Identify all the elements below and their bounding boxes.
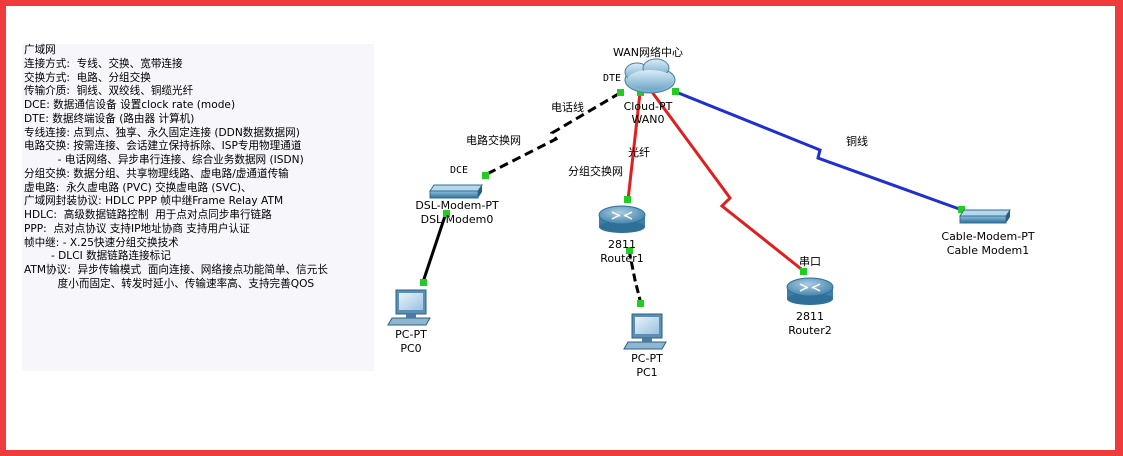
label-copper: 铜线 (846, 134, 868, 148)
note-line: - 电话网络、异步串行连接、综合业务数据网 (ISDN) (24, 154, 304, 166)
note-line: 连接方式: 专线、交换、宽带连接 (24, 57, 183, 70)
pc-icon (623, 313, 667, 350)
link-copper-pc0 (421, 212, 448, 283)
label-packet-switching: 分组交换网 (568, 164, 623, 178)
link-fiber (626, 92, 642, 201)
cloud-name-label: WAN0 (631, 113, 664, 126)
note-line: 电路交换: 按需连接、会话建立保持拆除、ISP专用物理通道 (24, 140, 302, 153)
label-circuit-switching: 电路交换网 (466, 133, 521, 147)
label-phone-line: 电话线 (551, 100, 584, 114)
note-line: 传输介质: 铜线、双绞线、铜缆光纤 (24, 85, 194, 98)
note-line: 帧中继: - X.25快速分组交换技术 (24, 236, 179, 249)
cloud-port-tag: DTE (603, 73, 621, 84)
router1-device[interactable]: 2811 Router1 (598, 205, 646, 265)
note-line: DTE: 数据终端设备 (路由器 计算机) (24, 112, 195, 125)
modem-icon (429, 184, 483, 199)
pc1-type-label: PC-PT (631, 352, 663, 365)
note-line: 分组交换: 数据分组、共享物理线路、虚电路/虚通道传输 (24, 167, 289, 180)
router1-type-label: 2811 (608, 238, 636, 251)
link-router1-pc1 (627, 249, 643, 305)
modem-icon (959, 209, 1011, 224)
dsl-type-label: DSL-Modem-PT (415, 199, 499, 212)
pc0-device[interactable]: PC-PT PC0 (387, 289, 431, 355)
cable-name-label: Cable Modem1 (947, 244, 1029, 257)
router1-name-label: Router1 (600, 252, 643, 265)
dsl-modem-device[interactable]: DCE DSL-Modem-PT DSL Modem0 (415, 165, 499, 226)
router-icon (786, 277, 834, 305)
cloud-icon (624, 58, 676, 94)
notes-panel: 广域网 连接方式: 专线、交换、宽带连接 交换方式: 电路、分组交换 传输介质:… (22, 44, 374, 371)
note-line: 广域网封装协议: HDLC PPP 帧中继Frame Relay ATM (24, 195, 284, 208)
pc1-name-label: PC1 (636, 366, 657, 379)
link-serial (650, 91, 806, 274)
note-line: ATM协议: 异步传输模式 面向连接、网络接点功能简单、信元长 (24, 264, 328, 276)
note-line: HDLC: 高级数据链路控制 用于点对点同步串行链路 (24, 209, 272, 221)
pc0-name-label: PC0 (400, 342, 421, 355)
cloud-title: WAN网络中心 (613, 45, 683, 59)
note-line: 度小而固定、转发时延小、传输速率高、支持完善QOS (24, 277, 315, 290)
cloud-device[interactable]: WAN网络中心 DTE Cloud-PT WAN0 (603, 45, 683, 126)
link-coax (675, 90, 963, 212)
cloud-type-label: Cloud-PT (624, 100, 673, 113)
label-serial: 串口 (799, 255, 821, 268)
pc-icon (387, 289, 431, 326)
dsl-name-label: DSL Modem0 (421, 213, 494, 226)
note-line: DCE: 数据通信设备 设置clock rate (mode) (24, 99, 236, 111)
note-line: - DLCI 数据链路连接标记 (24, 250, 171, 263)
router2-name-label: Router2 (788, 324, 831, 337)
cable-type-label: Cable-Modem-PT (941, 230, 1034, 243)
pc0-type-label: PC-PT (395, 328, 427, 341)
label-fiber: 光纤 (628, 145, 650, 159)
router2-device[interactable]: 2811 Router2 (786, 277, 834, 337)
note-line: 虚电路: 永久虚电路 (PVC) 交换虚电路 (SVC)、 (24, 181, 252, 194)
note-line: 广域网 (24, 44, 56, 56)
note-line: PPP: 点对点协议 支持IP地址协商 支持用户认证 (24, 222, 250, 235)
port-indicators (420, 88, 965, 307)
note-line: 专线连接: 点到点、独享、永久固定连接 (DDN数据数据网) (24, 126, 300, 139)
router-icon (598, 205, 646, 233)
note-line: 交换方式: 电路、分组交换 (24, 71, 151, 84)
dsl-port-tag: DCE (450, 165, 468, 176)
pc1-device[interactable]: PC-PT PC1 (623, 313, 667, 379)
router2-type-label: 2811 (796, 310, 824, 323)
cable-modem-device[interactable]: Cable-Modem-PT Cable Modem1 (941, 209, 1035, 257)
